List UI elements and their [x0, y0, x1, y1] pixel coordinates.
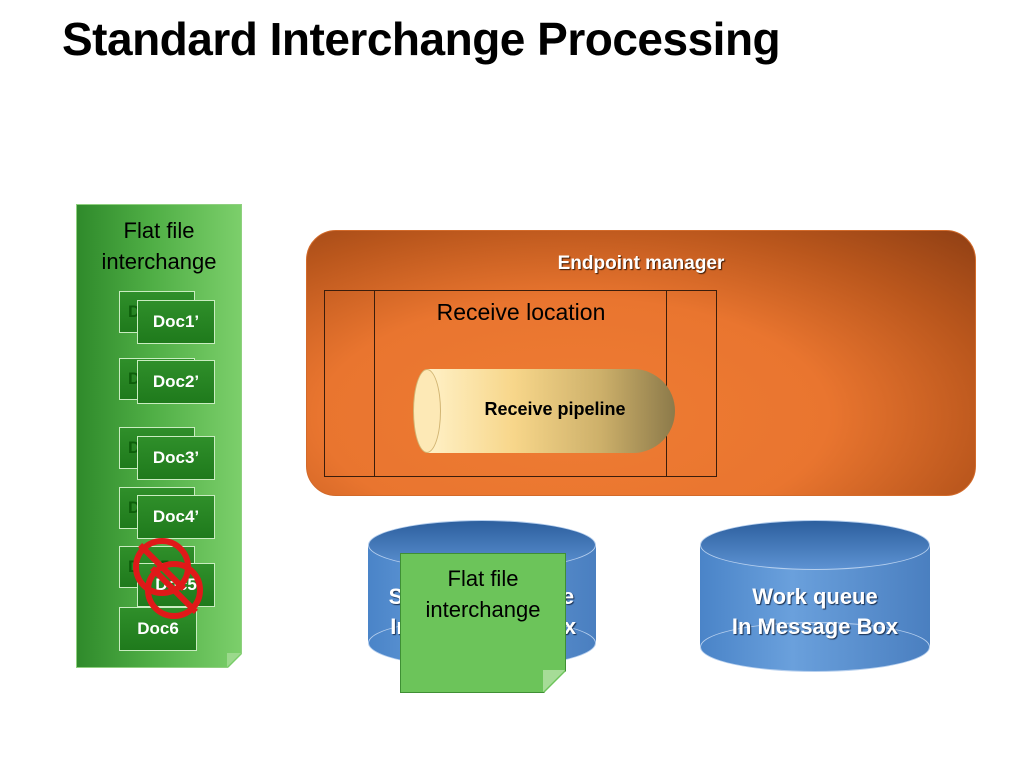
endpoint-manager: Endpoint manager Receive location Receiv… [306, 230, 976, 496]
pipeline-cap [413, 369, 441, 453]
doc-front-3: Doc3’ [137, 436, 215, 480]
page-fold [227, 653, 241, 667]
receive-location-title: Receive location [436, 299, 606, 325]
endpoint-manager-title: Endpoint manager [557, 253, 725, 274]
doc-front-4: Doc4’ [137, 495, 215, 539]
flat-file-panel: Flat file interchange Doc1 Doc1’ Doc2 Do… [76, 204, 242, 668]
moving-flat-file-title: Flat file interchange [425, 566, 541, 622]
receive-pipeline: Receive pipeline [413, 369, 675, 453]
doc-front-2: Doc2’ [137, 360, 215, 404]
suspended-queue-label-right-2: x [563, 614, 577, 639]
receive-pipeline-label: Receive pipeline [484, 399, 626, 419]
rejected-icon-2 [145, 561, 203, 619]
work-queue-cylinder: Work queue In Message Box [700, 520, 930, 672]
pipeline-body [427, 369, 675, 453]
receive-location-right-column [666, 291, 716, 476]
doc-front-1: Doc1’ [137, 300, 215, 344]
flat-file-panel-title: Flat file interchange [101, 218, 217, 274]
cylinder-bottom [700, 622, 930, 672]
slide-title: Standard Interchange Processing [62, 13, 781, 65]
cylinder-top [700, 520, 930, 570]
receive-location: Receive location Receive pipeline [324, 290, 717, 477]
work-queue-label-2: In Message Box [731, 614, 899, 639]
receive-location-left-column [325, 291, 375, 476]
work-queue-label-1: Work queue [752, 584, 878, 609]
page-fold [543, 670, 565, 692]
suspended-queue-label-left: S [388, 584, 404, 609]
moving-flat-file: Flat file interchange [400, 553, 566, 693]
